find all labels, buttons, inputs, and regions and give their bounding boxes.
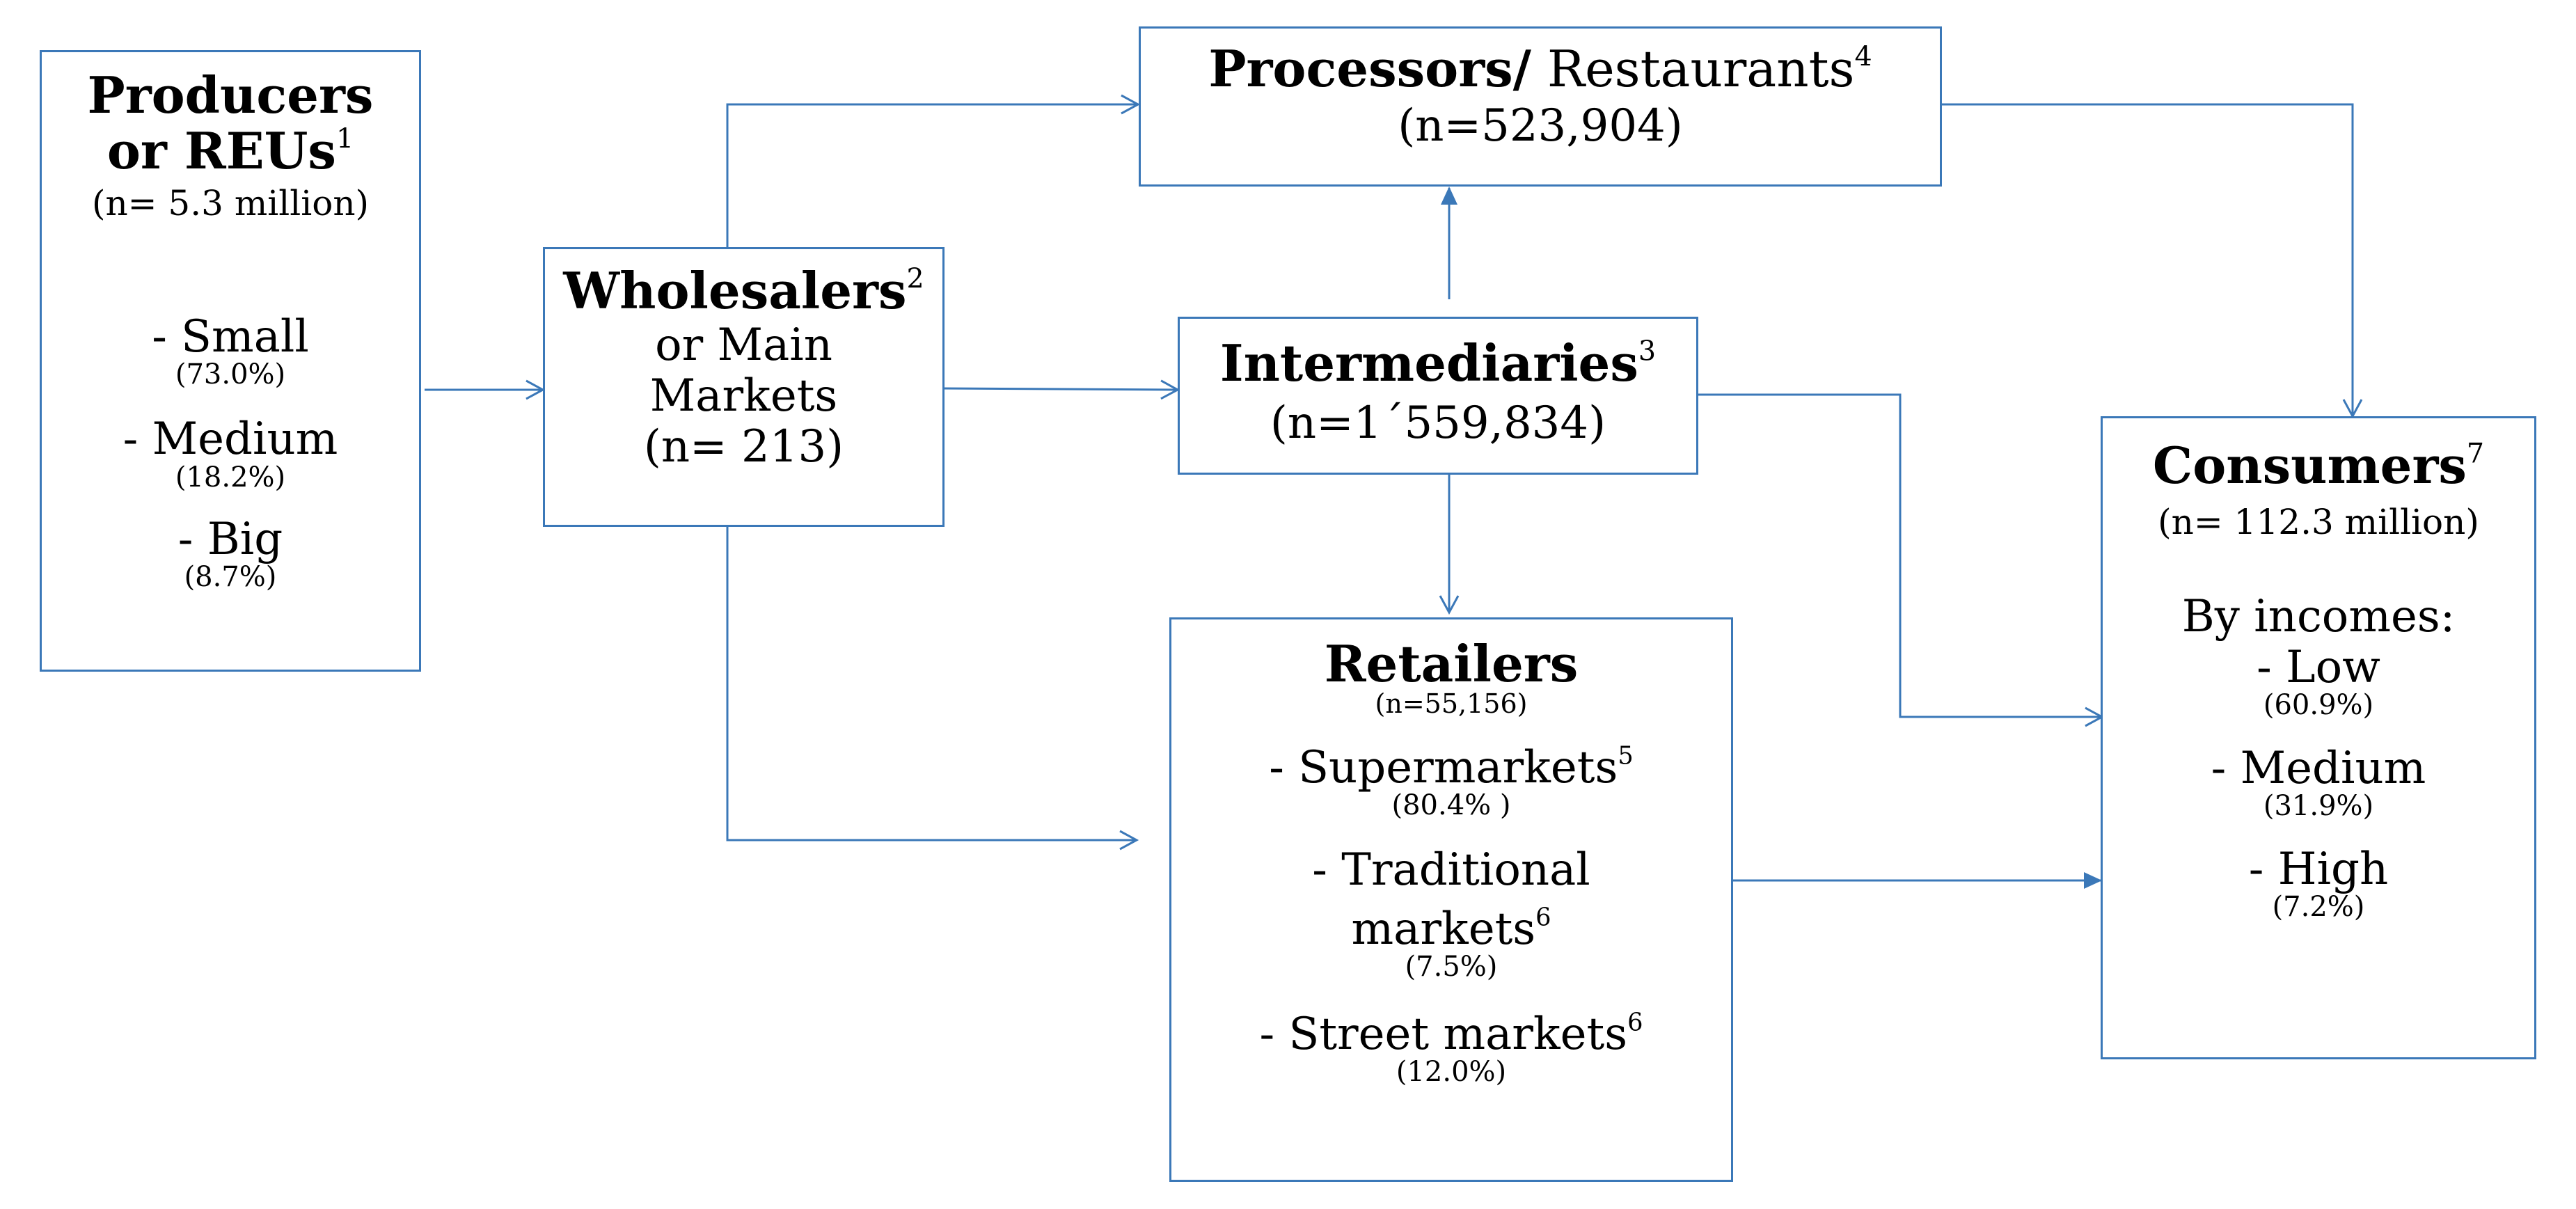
producer-size-big-label: - Big <box>177 513 283 565</box>
consumer-income-low-pct: (60.9%) <box>2263 688 2374 721</box>
consumer-income-medium-label: - Medium <box>2211 742 2426 794</box>
producer-size-big-pct: (8.7%) <box>184 560 277 593</box>
retailer-traditional-footnote-6: 6 <box>1535 903 1551 932</box>
consumer-income-high-label: - High <box>2248 844 2389 896</box>
producers-box: Producers or REUs1 (n= 5.3 million) - Sm… <box>40 50 421 672</box>
retailer-traditional-label-line1: - Traditional <box>1312 844 1590 896</box>
arrow-intermediaries-to-consumers <box>1698 393 2105 727</box>
processors-title-rest: Restaurants <box>1531 40 1855 98</box>
consumers-title: Consumers <box>2152 436 2467 495</box>
retailer-street-pct: (12.0%) <box>1396 1056 1507 1089</box>
intermediaries-title: Intermediaries <box>1219 333 1638 393</box>
wholesalers-title: Wholesalers <box>563 261 907 320</box>
arrow-wholesalers-to-retailers <box>726 526 1139 851</box>
retailer-supermarkets-label: - Supermarkets <box>1269 741 1618 793</box>
producers-count: (n= 5.3 million) <box>91 183 370 224</box>
producer-size-small-pct: (73.0%) <box>175 358 286 391</box>
wholesalers-footnote-2: 2 <box>906 262 924 295</box>
retailer-supermarkets-pct: (80.4% ) <box>1391 789 1511 821</box>
retailers-title: Retailers <box>1324 634 1579 693</box>
producers-title-line2: or REUs <box>106 120 336 180</box>
processors-box: Processors/ Restaurants4 (n=523,904) <box>1139 26 1942 187</box>
processors-footnote-4: 4 <box>1854 40 1872 73</box>
intermediaries-box: Intermediaries3 (n=1´559,834) <box>1178 317 1698 475</box>
wholesalers-count: (n= 213) <box>643 420 844 473</box>
consumers-footnote-7: 7 <box>2466 437 2485 470</box>
wholesalers-line3: Markets <box>649 370 838 422</box>
consumer-income-low-label: - Low <box>2257 641 2380 693</box>
consumers-by-incomes: By incomes: <box>2181 590 2456 642</box>
retailers-box: Retailers (n=55,156) - Supermarkets5 (80… <box>1169 617 1733 1182</box>
retailer-traditional-pct: (7.5%) <box>1405 951 1498 983</box>
producer-size-medium-label: - Medium <box>123 413 338 466</box>
processors-title-bold: Processors/ <box>1208 39 1531 98</box>
retailers-count: (n=55,156) <box>1375 688 1528 719</box>
consumer-income-medium-pct: (31.9%) <box>2263 790 2374 823</box>
wholesalers-box: Wholesalers2 or Main Markets (n= 213) <box>543 247 945 527</box>
intermediaries-count: (n=1´559,834) <box>1270 397 1606 449</box>
consumers-count: (n= 112.3 million) <box>2158 501 2479 542</box>
consumers-box: Consumers7 (n= 112.3 million) By incomes… <box>2101 416 2536 1059</box>
producers-title-line1: Producers <box>87 65 374 125</box>
arrow-wholesalers-to-intermediaries <box>940 379 1180 400</box>
producers-footnote-1: 1 <box>335 122 354 155</box>
retailer-traditional-label-line2: markets <box>1351 903 1536 955</box>
wholesalers-line2: or Main <box>655 319 832 371</box>
arrow-wholesalers-to-processors <box>726 94 1141 247</box>
processors-count: (n=523,904) <box>1398 100 1683 152</box>
retailer-street-label: - Street markets <box>1259 1009 1628 1061</box>
producer-size-small-label: - Small <box>152 311 309 363</box>
consumer-income-high-pct: (7.2%) <box>2272 891 2365 924</box>
intermediaries-footnote-3: 3 <box>1638 335 1657 368</box>
retailer-street-footnote-6: 6 <box>1627 1008 1643 1037</box>
arrow-processors-to-consumers <box>1942 103 2363 419</box>
producer-size-medium-pct: (18.2%) <box>175 461 286 493</box>
retailer-supermarkets-footnote-5: 5 <box>1618 741 1634 771</box>
